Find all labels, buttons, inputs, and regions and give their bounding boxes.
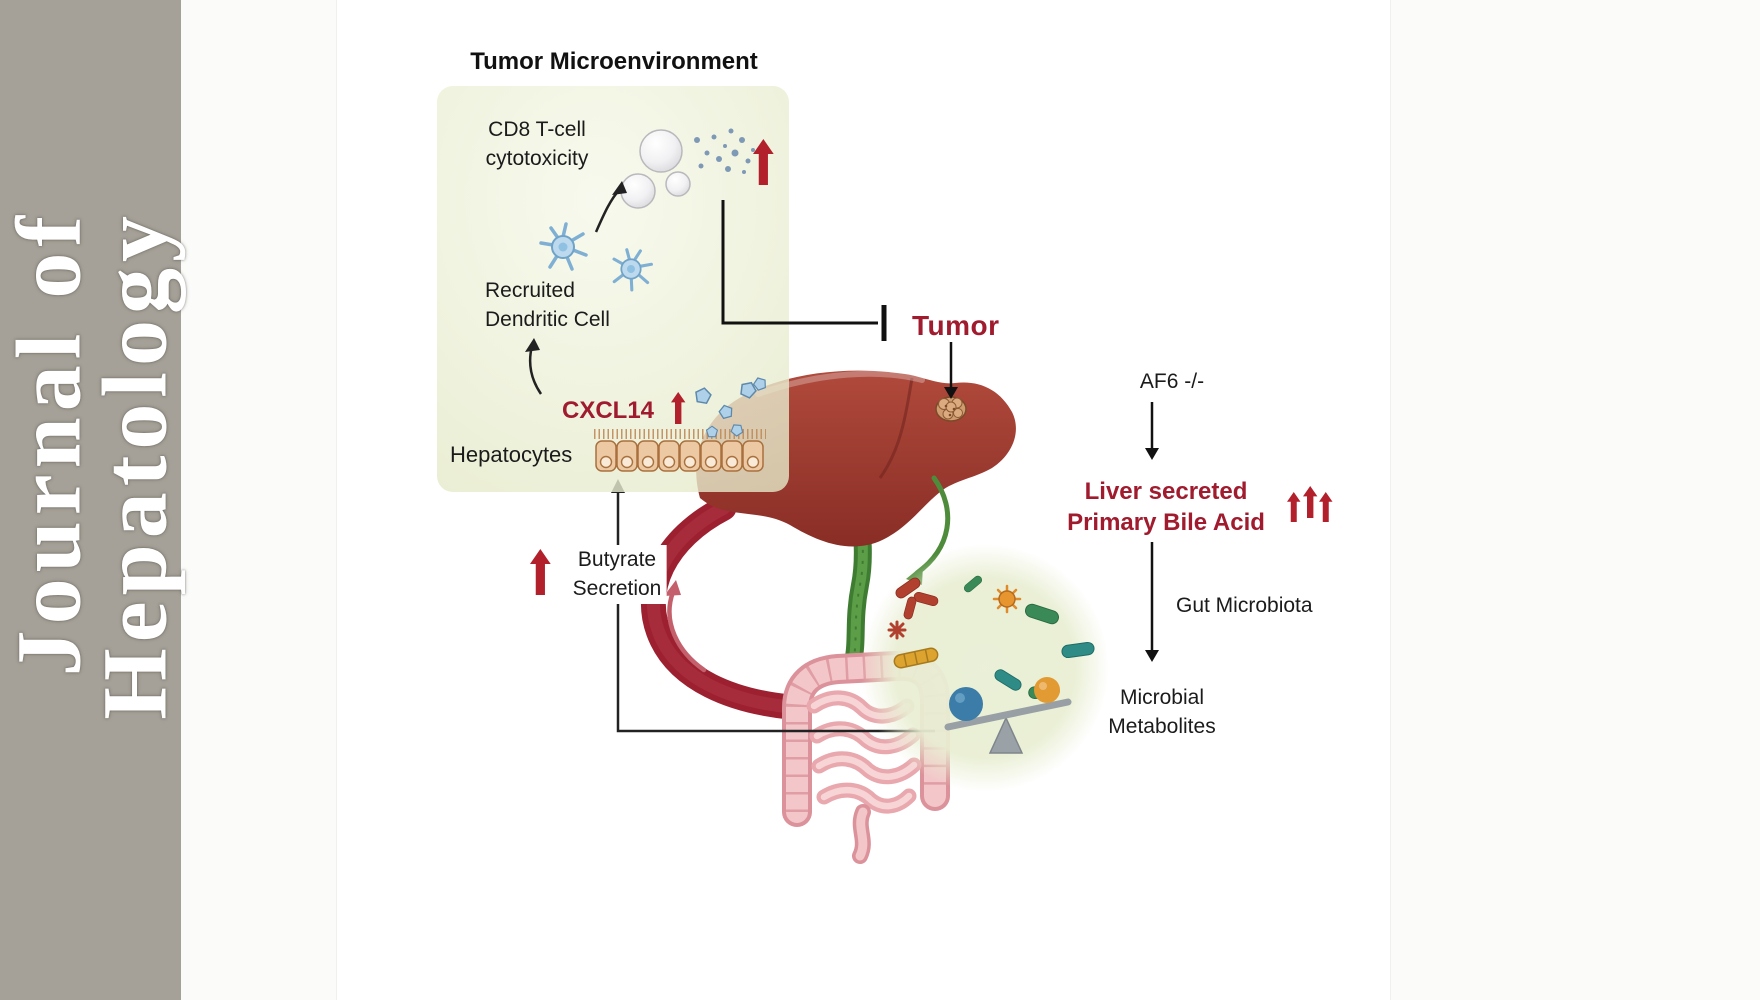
spiky-microbe-icon (992, 584, 1022, 614)
hepatocytes-label: Hepatocytes (450, 442, 573, 467)
star-microbe-icon (887, 620, 907, 640)
t-cell-icons (620, 129, 691, 209)
gut-microbiota-label: Gut Microbiota (1176, 594, 1313, 617)
cxcl14-label: CXCL14 (562, 397, 655, 424)
microbial-metabolites-label: Microbial Metabolites (1108, 686, 1216, 738)
hepatic-vessel (641, 495, 803, 720)
journal-sidebar: Journal of Hepatology (0, 0, 185, 1000)
bile-acid-label: Liver secreted Primary Bile Acid (1067, 478, 1265, 537)
tme-title: Tumor Microenvironment (470, 48, 758, 75)
worm-microbe-icon (893, 647, 939, 669)
hepatic-flow-arrow-icon (664, 580, 707, 673)
dendritic-cell-label: Recruited Dendritic Cell (485, 279, 610, 331)
cxcl14-to-dc-arrow-icon (525, 338, 543, 395)
hepatocyte-cells-icon (594, 429, 766, 472)
tumor-label: Tumor (912, 310, 1000, 341)
cd8-label: CD8 T-cell cytotoxicity (485, 118, 589, 170)
butyrate-label: Butyrate Secretion (567, 545, 667, 605)
butyrate-increase-arrow-icon (530, 549, 551, 595)
tumor-pointer-arrow (944, 342, 958, 399)
blue-metabolite-icon (949, 687, 983, 721)
microbe-icons (887, 574, 1096, 700)
tumor-nodule-icon (935, 396, 967, 422)
tumor-inhibition-line (721, 200, 887, 341)
cxcl14-molecule-icons (695, 377, 766, 438)
bile-to-metabolites-arrow-icon (1145, 542, 1159, 662)
orange-metabolite-icon (1034, 677, 1060, 703)
af6-label: AF6 -/- (1139, 370, 1205, 393)
af6-to-bile-arrow-icon (1145, 402, 1159, 460)
gut-microbiome-circle (861, 544, 1109, 792)
cytotoxic-granules-icon (694, 128, 755, 174)
metabolite-balance-icon (944, 677, 1072, 754)
bile-acid-increase-arrows-icon (1287, 486, 1333, 522)
dc-to-tcell-arrow-icon (594, 181, 627, 233)
